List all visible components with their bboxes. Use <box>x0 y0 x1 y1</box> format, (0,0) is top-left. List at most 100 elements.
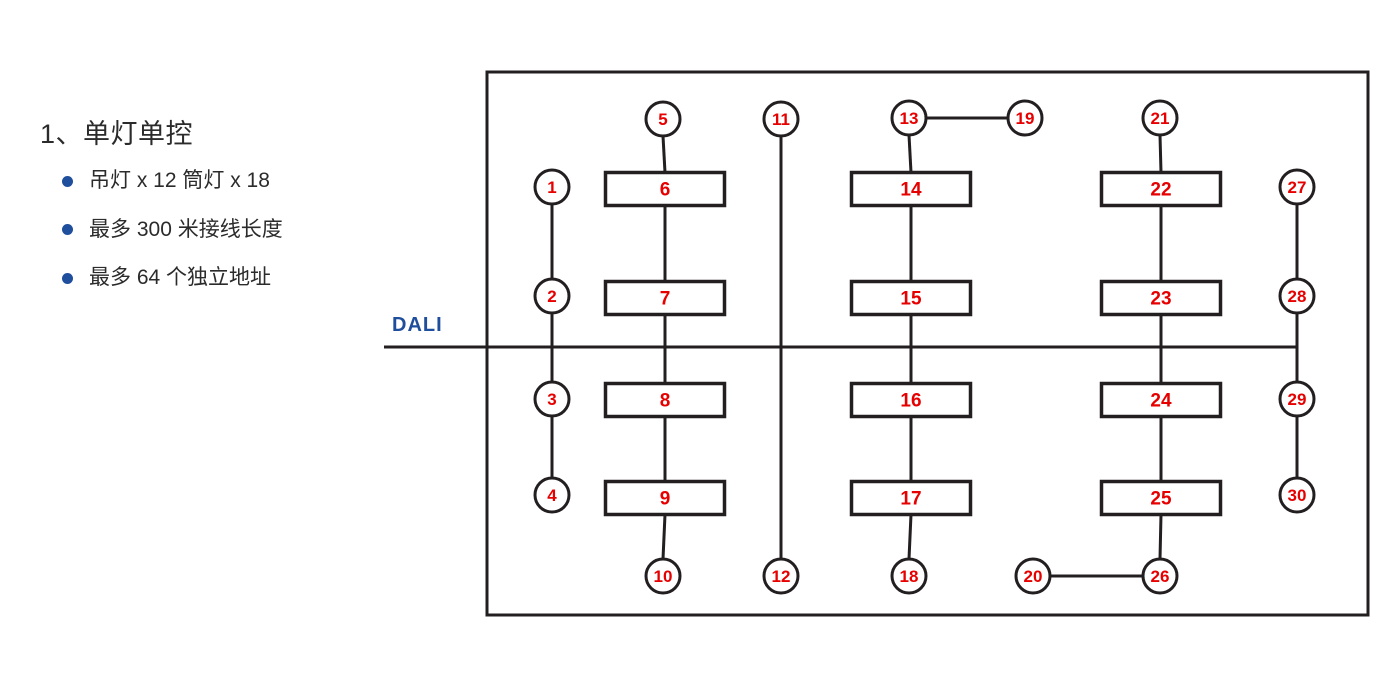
node-label: 25 <box>1150 489 1172 510</box>
node-circle-icon <box>644 100 682 138</box>
pendant-node-3[interactable]: 3 <box>533 380 571 418</box>
node-label: 10 <box>654 567 673 586</box>
pendant-node-29[interactable]: 29 <box>1278 380 1316 418</box>
list-item-label: 吊灯 x 12 筒灯 x 18 <box>89 169 270 193</box>
node-circle-icon <box>890 99 928 137</box>
node-label: 24 <box>1150 391 1172 412</box>
node-label: 29 <box>1288 390 1307 409</box>
downlight-node-16[interactable]: 16 <box>849 381 973 419</box>
list-item: 最多 64 个独立地址 <box>62 265 420 291</box>
pendant-node-1[interactable]: 1 <box>533 168 571 206</box>
node-label: 16 <box>900 391 921 412</box>
node-circle-icon <box>1278 277 1316 315</box>
downlight-node-24[interactable]: 24 <box>1099 381 1223 419</box>
wiring-layer <box>550 116 1299 578</box>
node-circle-icon <box>890 557 928 595</box>
pendant-node-18[interactable]: 18 <box>890 557 928 595</box>
node-label: 5 <box>658 110 667 129</box>
pendant-node-10[interactable]: 10 <box>644 557 682 595</box>
node-rect-icon <box>603 381 727 419</box>
node-label: 13 <box>900 109 919 128</box>
pendant-node-21[interactable]: 21 <box>1141 99 1179 137</box>
node-circle-icon <box>1141 99 1179 137</box>
downlight-node-22[interactable]: 22 <box>1099 170 1223 208</box>
node-circle-icon <box>1278 168 1316 206</box>
pendant-node-4[interactable]: 4 <box>533 476 571 514</box>
node-rect-icon <box>603 170 727 208</box>
downlight-node-6[interactable]: 6 <box>603 170 727 208</box>
wire-25-26 <box>1158 514 1163 560</box>
node-label: 22 <box>1150 180 1171 201</box>
node-label: 27 <box>1288 178 1307 197</box>
list-item: 最多 300 米接线长度 <box>62 217 420 243</box>
node-rect-icon <box>849 381 973 419</box>
node-label: 15 <box>900 289 922 310</box>
list-item-label: 最多 300 米接线长度 <box>89 217 283 241</box>
node-label: 14 <box>900 180 922 201</box>
node-label: 23 <box>1150 289 1171 310</box>
downlight-node-25[interactable]: 25 <box>1099 479 1223 517</box>
wire-13-14 <box>907 134 913 173</box>
node-label: 30 <box>1288 486 1307 505</box>
pendant-node-13[interactable]: 13 <box>890 99 928 137</box>
node-label: 1 <box>547 178 556 197</box>
pendant-node-28[interactable]: 28 <box>1278 277 1316 315</box>
node-label: 7 <box>660 289 671 310</box>
node-circle-icon <box>533 168 571 206</box>
node-label: 11 <box>772 110 790 129</box>
node-label: 12 <box>772 567 791 586</box>
node-rect-icon <box>603 279 727 317</box>
downlight-node-23[interactable]: 23 <box>1099 279 1223 317</box>
downlight-node-17[interactable]: 17 <box>849 479 973 517</box>
pendant-node-26[interactable]: 26 <box>1141 557 1179 595</box>
pendant-node-20[interactable]: 20 <box>1014 557 1052 595</box>
downlight-node-9[interactable]: 9 <box>603 479 727 517</box>
dali-bus-label: DALI <box>392 314 443 336</box>
node-label: 20 <box>1024 567 1043 586</box>
bullet-dot-icon <box>62 272 73 284</box>
pendant-node-27[interactable]: 27 <box>1278 168 1316 206</box>
room-boundary-rect <box>485 70 1370 617</box>
node-rect-icon <box>1099 279 1223 317</box>
node-label: 18 <box>900 567 919 586</box>
downlight-node-8[interactable]: 8 <box>603 381 727 419</box>
node-rect-icon <box>1099 479 1223 517</box>
wire-5-6 <box>661 135 667 173</box>
node-label: 26 <box>1151 567 1170 586</box>
downlight-node-7[interactable]: 7 <box>603 279 727 317</box>
pendant-node-11[interactable]: 11 <box>762 100 800 138</box>
node-circle-icon <box>1006 99 1044 137</box>
node-rect-icon <box>849 279 973 317</box>
downlight-node-15[interactable]: 15 <box>849 279 973 317</box>
node-circle-icon <box>762 557 800 595</box>
node-circle-icon <box>1014 557 1052 595</box>
node-rect-icon <box>849 170 973 208</box>
pendant-node-5[interactable]: 5 <box>644 100 682 138</box>
pendant-node-19[interactable]: 19 <box>1006 99 1044 137</box>
node-label: 6 <box>660 180 671 201</box>
room-boundary-layer <box>485 70 1370 617</box>
pendant-node-12[interactable]: 12 <box>762 557 800 595</box>
node-rect-icon <box>603 479 727 517</box>
node-label: 28 <box>1288 287 1307 306</box>
wire-17-18 <box>907 514 913 560</box>
node-circle-icon <box>533 380 571 418</box>
page-title: 1、单灯单控 <box>40 119 194 149</box>
node-rect-icon <box>1099 170 1223 208</box>
bullet-dot-icon <box>62 176 73 188</box>
downlight-node-14[interactable]: 14 <box>849 170 973 208</box>
pendant-node-30[interactable]: 30 <box>1278 476 1316 514</box>
node-circle-icon <box>533 476 571 514</box>
node-label: 4 <box>547 486 557 505</box>
list-item: 吊灯 x 12 筒灯 x 18 <box>62 168 420 194</box>
node-rect-icon <box>849 479 973 517</box>
node-rect-icon <box>1099 381 1223 419</box>
node-circle-icon <box>644 557 682 595</box>
node-label: 3 <box>547 390 556 409</box>
pendant-node-2[interactable]: 2 <box>533 277 571 315</box>
node-label: 19 <box>1016 109 1035 128</box>
node-circle-icon <box>533 277 571 315</box>
node-circle-icon <box>1278 380 1316 418</box>
